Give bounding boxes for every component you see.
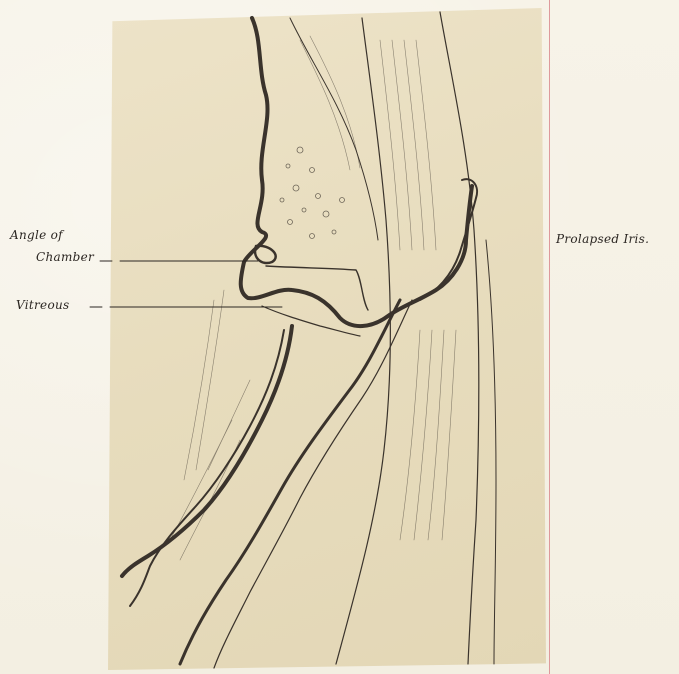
sclera-line-3 — [290, 18, 378, 240]
lens-inner-line — [130, 330, 284, 606]
ciliary-texture — [280, 147, 345, 239]
label-prolapsed-iris: Prolapsed Iris. — [556, 232, 649, 246]
label-chamber: Chamber — [36, 250, 94, 264]
label-angle-of: Angle of — [10, 228, 63, 242]
label-vitreous: Vitreous — [16, 298, 69, 312]
lens-thick-line — [122, 326, 292, 576]
capsule-line — [180, 300, 400, 664]
sclera-line-2 — [440, 12, 479, 664]
capsule-inner-line — [214, 300, 412, 668]
sclera-line-4 — [486, 240, 496, 664]
chamber-line — [266, 266, 368, 310]
hatching — [170, 36, 456, 560]
iris-boundary-line — [241, 18, 472, 326]
sclera-line-1 — [336, 18, 390, 664]
